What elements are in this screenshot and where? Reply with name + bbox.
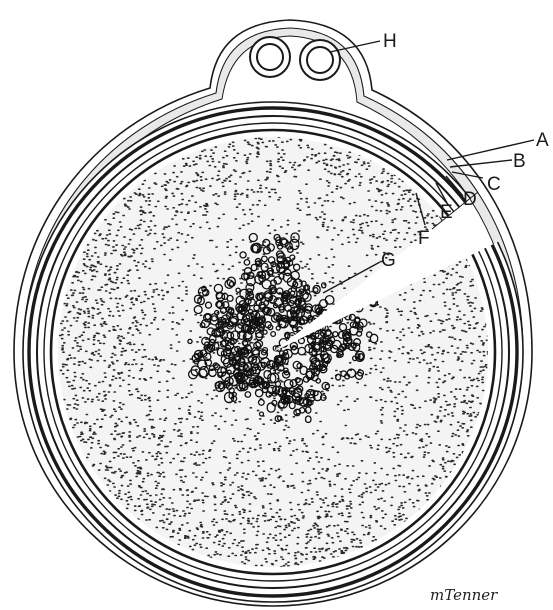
wall-layers (23, 102, 523, 602)
artist-signature: mTenner (430, 586, 498, 604)
label-d: D (463, 189, 477, 210)
label-f: F (418, 228, 430, 249)
label-e: E (440, 202, 453, 223)
leader-b (450, 160, 512, 167)
channel-right-inner (307, 47, 333, 73)
label-a: A (536, 130, 549, 151)
label-g: G (381, 250, 396, 271)
label-b: B (513, 151, 526, 172)
channel-left-inner (257, 44, 283, 70)
label-h: H (383, 31, 397, 52)
label-c: C (487, 174, 501, 195)
